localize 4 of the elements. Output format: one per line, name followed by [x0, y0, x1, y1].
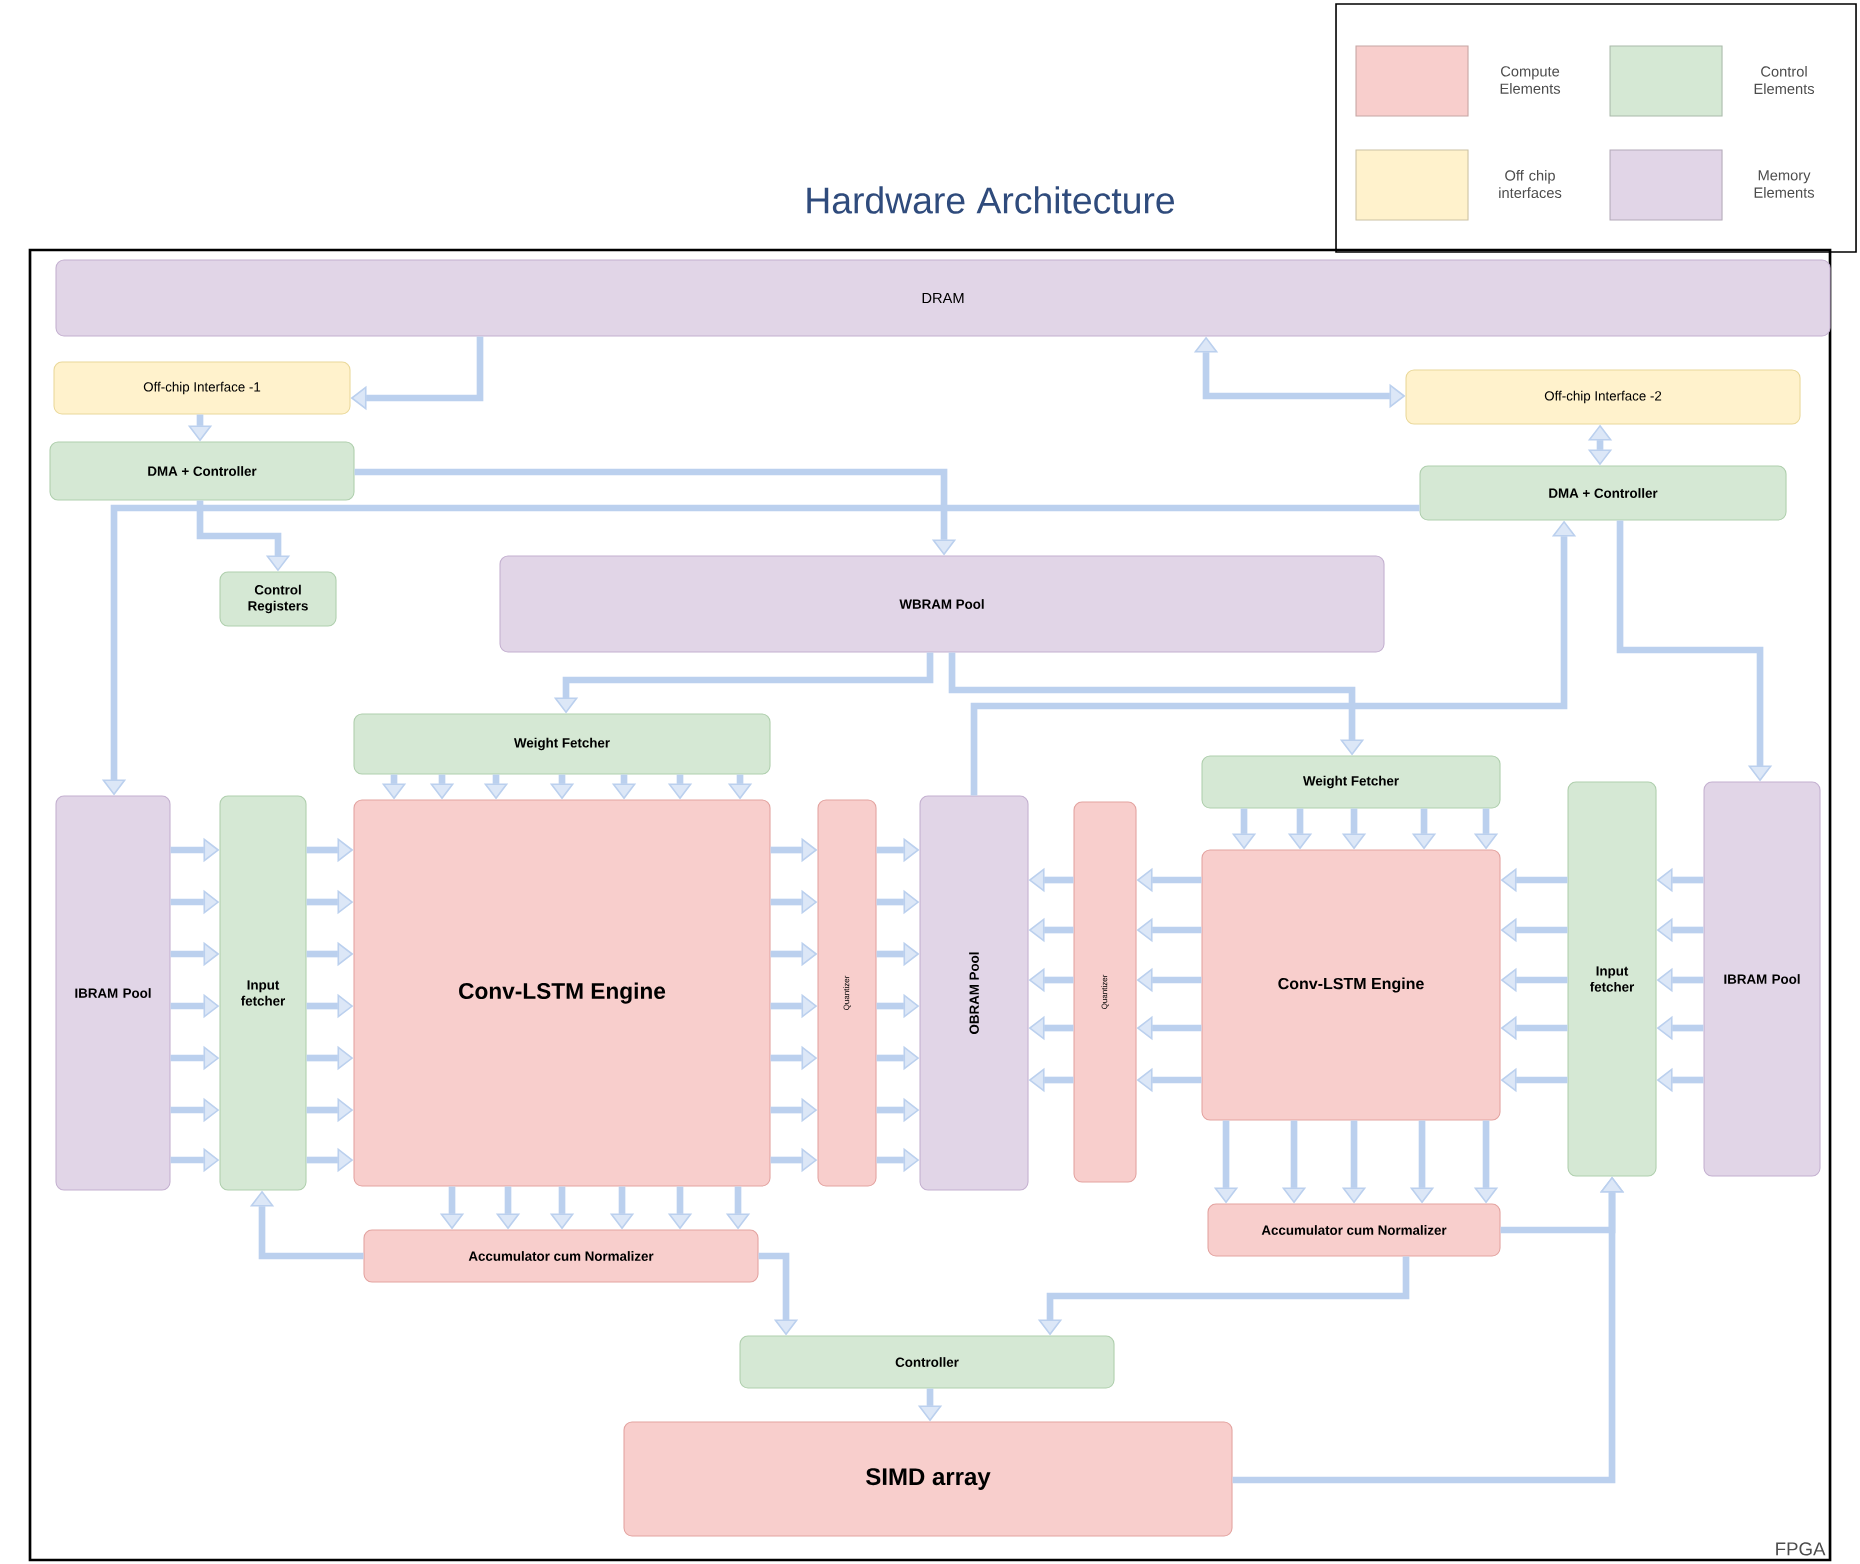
engine-box: Conv-LSTM Engine [1201, 849, 1501, 1121]
simd-array-box: SIMD array [623, 1421, 1233, 1537]
engine-box: Conv-LSTM Engine [353, 799, 771, 1187]
title: Hardware Architecture [807, 186, 1174, 214]
